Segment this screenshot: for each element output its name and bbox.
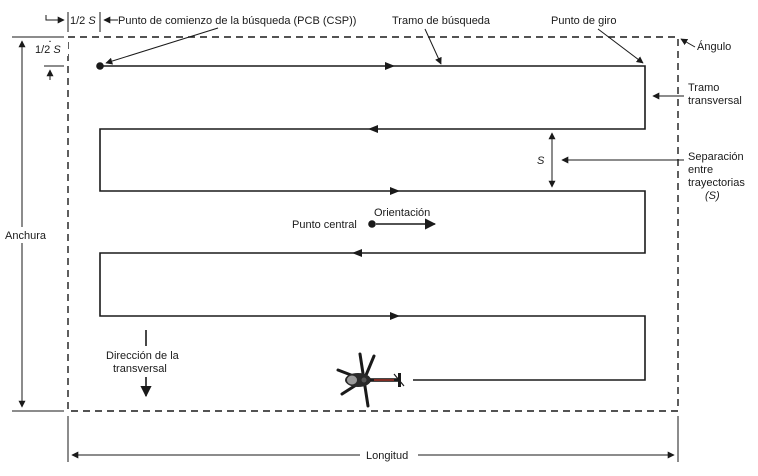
creep-direction-label-line2: transversal (113, 363, 167, 375)
cross-leg-label-line2: transversal (688, 95, 742, 107)
track-spacing-symbol: S (537, 155, 545, 167)
helicopter-icon (336, 352, 405, 408)
half-s-left-label: 1/2 S (35, 44, 61, 56)
center-point-label: Punto central (292, 219, 357, 231)
search-track-path (99, 65, 646, 381)
track-spacing-label-line2: entre (688, 164, 713, 176)
half-s-top-arrow-left (45, 15, 65, 24)
orientation-label: Orientación (374, 207, 430, 219)
csp-label: Punto de comienzo de la búsqueda (PCB (C… (118, 15, 356, 27)
angle-label: Ángulo (697, 40, 731, 53)
angle-pointer (680, 38, 696, 48)
search-leg-pointer (424, 28, 442, 65)
start-point-dot (96, 62, 104, 70)
csp-pointer (105, 27, 219, 65)
center-point-dot (368, 220, 376, 228)
search-area-boundary (67, 36, 679, 412)
turn-point-pointer (597, 28, 644, 64)
cross-leg-label-line1: Tramo (688, 82, 719, 94)
track-spacing-label-line1: Separación (688, 151, 744, 163)
search-leg-label: Tramo de búsqueda (392, 15, 491, 27)
creep-direction-label-line1: Dirección de la (106, 350, 180, 362)
width-label: Anchura (5, 230, 47, 242)
length-label: Longitud (366, 450, 408, 462)
track-spacing-label-line3: trayectorias (688, 177, 745, 189)
track-spacing-label-line4: (S) (705, 190, 720, 202)
turn-point-label: Punto de giro (551, 15, 616, 27)
half-s-top-label: 1/2 S (70, 15, 96, 27)
leg-direction-arrows (352, 62, 400, 320)
